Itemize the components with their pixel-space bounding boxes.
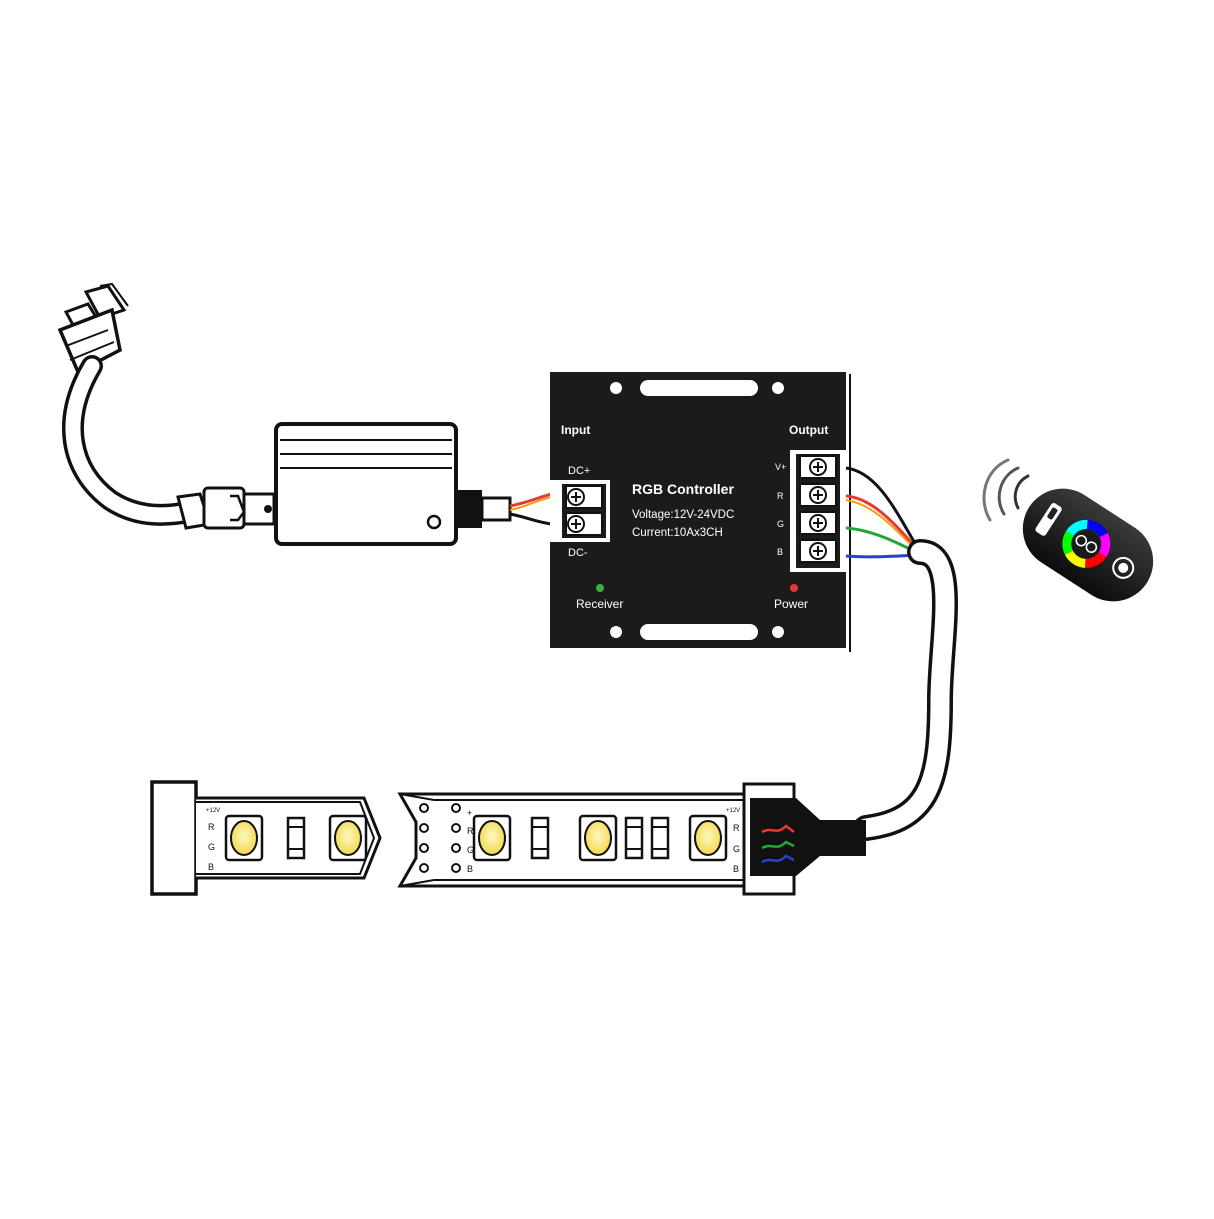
mount-hole xyxy=(610,626,622,638)
mount-hole xyxy=(772,382,784,394)
led-chip xyxy=(328,814,368,862)
receiver-led xyxy=(596,584,604,592)
output-heading: Output xyxy=(789,423,828,437)
receiver-label: Receiver xyxy=(576,597,623,611)
rgb-controller: Input Output DC+ DC- RGB Controller Volt… xyxy=(550,372,851,652)
mount-hole xyxy=(772,626,784,638)
strip-pin-label: G xyxy=(467,845,474,855)
output-terminal-screw xyxy=(799,483,837,507)
strip-pin-label: R xyxy=(467,826,474,836)
input-heading: Input xyxy=(561,423,590,437)
solder-pad xyxy=(419,843,429,853)
solder-pad xyxy=(451,863,461,873)
power-label: Power xyxy=(774,597,808,611)
solder-pad xyxy=(451,843,461,853)
strip-pin-label: B xyxy=(208,862,214,872)
power-adapter xyxy=(176,422,512,546)
power-plug-icon xyxy=(57,282,129,375)
strip-pin-label: + xyxy=(467,808,472,818)
strip-pin-label: B xyxy=(467,864,473,874)
strip-voltage-mark: +12V xyxy=(726,808,740,814)
input-terminal-screw xyxy=(565,512,603,536)
output-terminal-label: G xyxy=(777,519,784,529)
resistor xyxy=(286,816,306,860)
output-terminal-screw xyxy=(799,511,837,535)
remote-speed-button[interactable] xyxy=(1084,540,1098,554)
strip-pin-label: G xyxy=(733,844,740,854)
led-chip xyxy=(578,814,618,862)
controller-title: RGB Controller xyxy=(632,481,734,497)
power-led xyxy=(790,584,798,592)
output-wires xyxy=(845,466,920,559)
output-terminal-screw xyxy=(799,539,837,563)
strip-pin-label: B xyxy=(733,864,739,874)
mount-slot xyxy=(640,380,758,396)
controller-current: Current:10Ax3CH xyxy=(632,527,723,539)
mount-slot xyxy=(640,624,758,640)
strip-connector xyxy=(742,782,866,896)
color-wheel[interactable] xyxy=(1053,511,1119,577)
solder-pad xyxy=(419,823,429,833)
input-wires xyxy=(509,492,553,526)
color-wheel-segment[interactable] xyxy=(1055,530,1080,557)
ac-cable xyxy=(62,355,201,526)
strip-pin-label: R xyxy=(733,823,740,833)
color-wheel-segment[interactable] xyxy=(1081,548,1107,574)
end-cap xyxy=(150,780,198,896)
solder-pad xyxy=(451,803,461,813)
strip-pin-label: R xyxy=(208,822,215,832)
controller-voltage: Voltage:12V-24VDC xyxy=(632,509,734,521)
input-terminal-label: DC- xyxy=(568,547,588,559)
solder-pad xyxy=(451,823,461,833)
solder-pad xyxy=(419,863,429,873)
color-wheel-segment[interactable] xyxy=(1066,513,1091,539)
input-terminal-screw xyxy=(565,485,603,509)
resistor xyxy=(624,816,644,860)
solder-pad xyxy=(419,803,429,813)
resistor xyxy=(650,816,670,860)
led-chip xyxy=(224,814,264,862)
output-terminal-screw xyxy=(799,455,837,479)
strip-pin-label: G xyxy=(208,842,215,852)
led-chip xyxy=(688,814,728,862)
output-terminal-label: V+ xyxy=(775,462,786,472)
remote-mode-button[interactable] xyxy=(1074,534,1088,548)
color-wheel-segment[interactable] xyxy=(1063,548,1089,570)
led-chip xyxy=(472,814,512,862)
color-wheel-segment[interactable] xyxy=(1083,517,1109,539)
strip-cable xyxy=(853,539,958,841)
output-terminal-label: R xyxy=(777,491,784,501)
color-wheel-segment[interactable] xyxy=(1093,531,1118,557)
mount-hole xyxy=(610,382,622,394)
output-terminal-label: B xyxy=(777,547,783,557)
signal-waves-icon xyxy=(982,458,1030,522)
remote-control xyxy=(982,458,1154,602)
input-terminal-label: DC+ xyxy=(568,465,590,477)
remote-brightness-button[interactable] xyxy=(1109,554,1137,582)
resistor xyxy=(530,816,550,860)
strip-voltage-mark: +12V xyxy=(206,808,220,814)
